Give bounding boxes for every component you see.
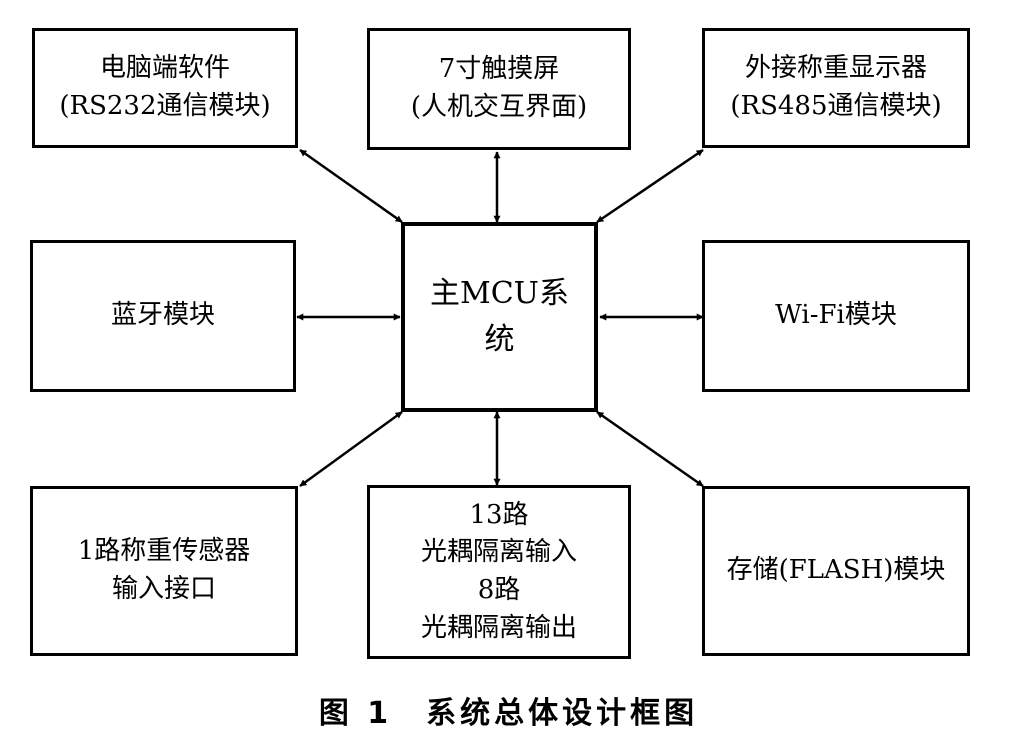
arrow-storage-mcu bbox=[596, 410, 704, 488]
figure-number: 图 1 bbox=[318, 696, 393, 731]
touchscreen-title: 7寸触摸屏 bbox=[438, 54, 560, 85]
storage-title: 存储(FLASH)模块 bbox=[726, 555, 946, 586]
figure-title: 系统总体设计框图 bbox=[426, 696, 699, 731]
bluetooth-box: 蓝牙模块 bbox=[30, 240, 296, 392]
main-mcu-box: 主MCU系 统 bbox=[401, 222, 598, 412]
ext-display-title: 外接称重显示器 bbox=[744, 53, 927, 84]
wifi-title: Wi-Fi模块 bbox=[775, 300, 897, 331]
pc-software-title: 电脑端软件 bbox=[99, 53, 230, 84]
main-mcu-title: 主MCU系 bbox=[430, 275, 569, 311]
bluetooth-title: 蓝牙模块 bbox=[110, 300, 215, 331]
opto-output-count: 8路 bbox=[477, 575, 521, 605]
storage-box: 存储(FLASH)模块 bbox=[702, 486, 970, 656]
weighing-sensor-title: 1路称重传感器 bbox=[77, 536, 251, 567]
ext-display-subtitle: (RS485通信模块) bbox=[730, 91, 942, 121]
weighing-sensor-box: 1路称重传感器 输入接口 bbox=[30, 486, 298, 656]
weighing-sensor-subtitle: 输入接口 bbox=[111, 574, 216, 604]
ext-display-box: 外接称重显示器 (RS485通信模块) bbox=[702, 28, 970, 148]
wifi-box: Wi-Fi模块 bbox=[702, 240, 970, 392]
opto-input-label: 光耦隔离输入 bbox=[420, 537, 577, 568]
opto-input-count: 13路 bbox=[469, 499, 529, 530]
pc-software-subtitle: (RS232通信模块) bbox=[59, 91, 271, 121]
arrow-pc-mcu bbox=[299, 148, 403, 224]
pc-software-box: 电脑端软件 (RS232通信模块) bbox=[32, 28, 298, 148]
optocoupler-box: 13路 光耦隔离输入 8路 光耦隔离输出 bbox=[367, 485, 631, 659]
opto-output-label: 光耦隔离输出 bbox=[420, 612, 577, 643]
figure-caption: 图 1 系统总体设计框图 bbox=[0, 688, 1017, 732]
touchscreen-subtitle: (人机交互界面) bbox=[410, 92, 588, 122]
touchscreen-box: 7寸触摸屏 (人机交互界面) bbox=[367, 28, 631, 150]
main-mcu-title-cont: 统 bbox=[484, 322, 515, 357]
arrow-sensor-mcu bbox=[299, 410, 403, 488]
arrow-display-mcu bbox=[596, 148, 704, 224]
